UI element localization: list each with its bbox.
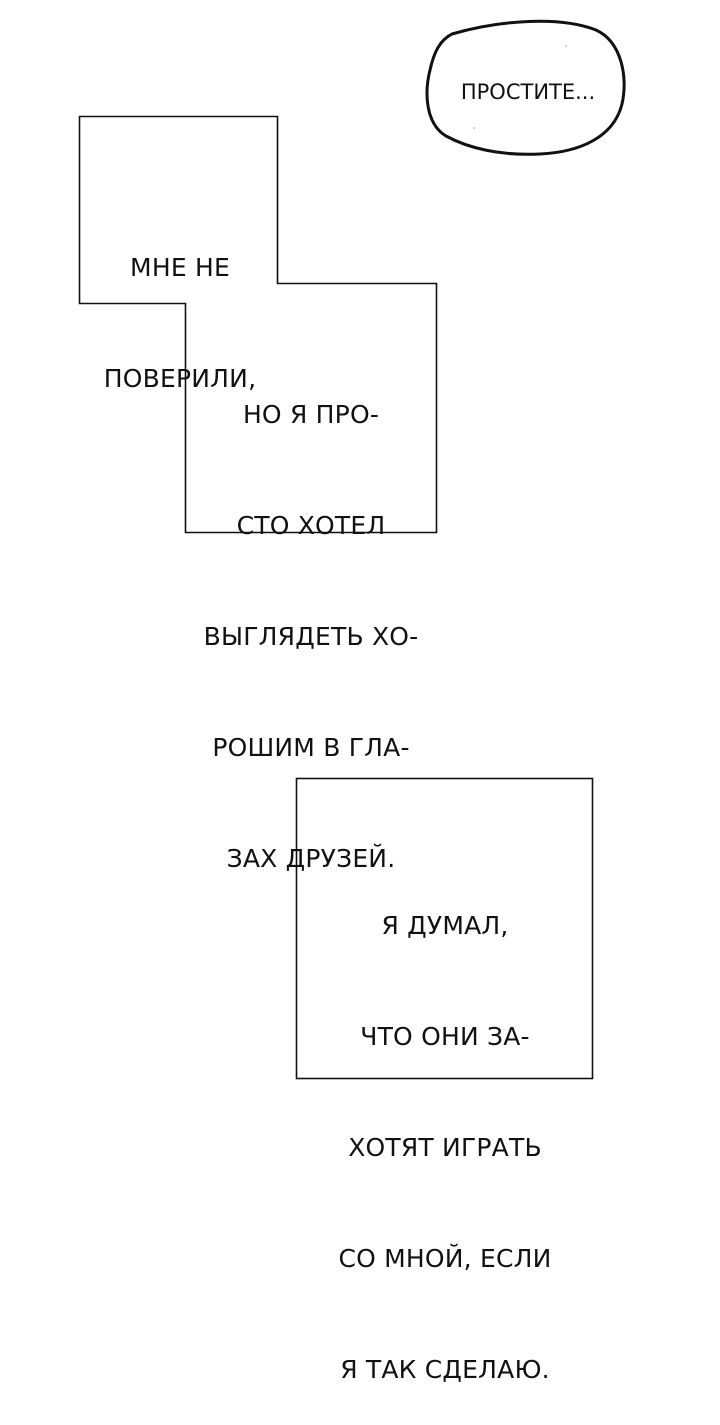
caption-line: РОШИМ В ГЛА- (212, 733, 410, 762)
speech-bubble-outline (425, 19, 626, 156)
bubble-speck (565, 45, 567, 47)
caption-top-text: МНЕ НЕ ПОВЕРИЛИ, (80, 175, 280, 434)
caption-box-bottom (295, 777, 594, 1080)
caption-middle-text: НО Я ПРО- СТО ХОТЕЛ ВЫГЛЯДЕТЬ ХО- РОШИМ … (186, 322, 436, 914)
comic-panel-art (78, 19, 626, 1080)
caption-line: Я ТАК СДЕЛАЮ. (340, 1355, 550, 1384)
caption-box-stepped (78, 115, 438, 534)
caption-line: ВЫГЛЯДЕТЬ ХО- (203, 622, 419, 651)
caption-line: ХОТЯТ ИГРАТЬ (348, 1133, 542, 1162)
caption-line: ЗАХ ДРУЗЕЙ. (226, 844, 396, 873)
caption-line: МНЕ НЕ (130, 253, 230, 282)
caption-line: Я ДУМАЛ, (381, 911, 509, 940)
bubble-speck (473, 127, 475, 129)
caption-bottom-text: Я ДУМАЛ, ЧТО ОНИ ЗА- ХОТЯТ ИГРАТЬ СО МНО… (297, 833, 593, 1425)
caption-line: НО Я ПРО- (242, 400, 380, 429)
caption-line: ПОВЕРИЛИ, (103, 364, 257, 393)
speech-bubble-text: ПРОСТИТЕ... (460, 80, 596, 104)
caption-line: СО МНОЙ, ЕСЛИ (338, 1244, 552, 1273)
caption-line: СТО ХОТЕЛ (236, 511, 386, 540)
caption-line: ЧТО ОНИ ЗА- (360, 1022, 530, 1051)
